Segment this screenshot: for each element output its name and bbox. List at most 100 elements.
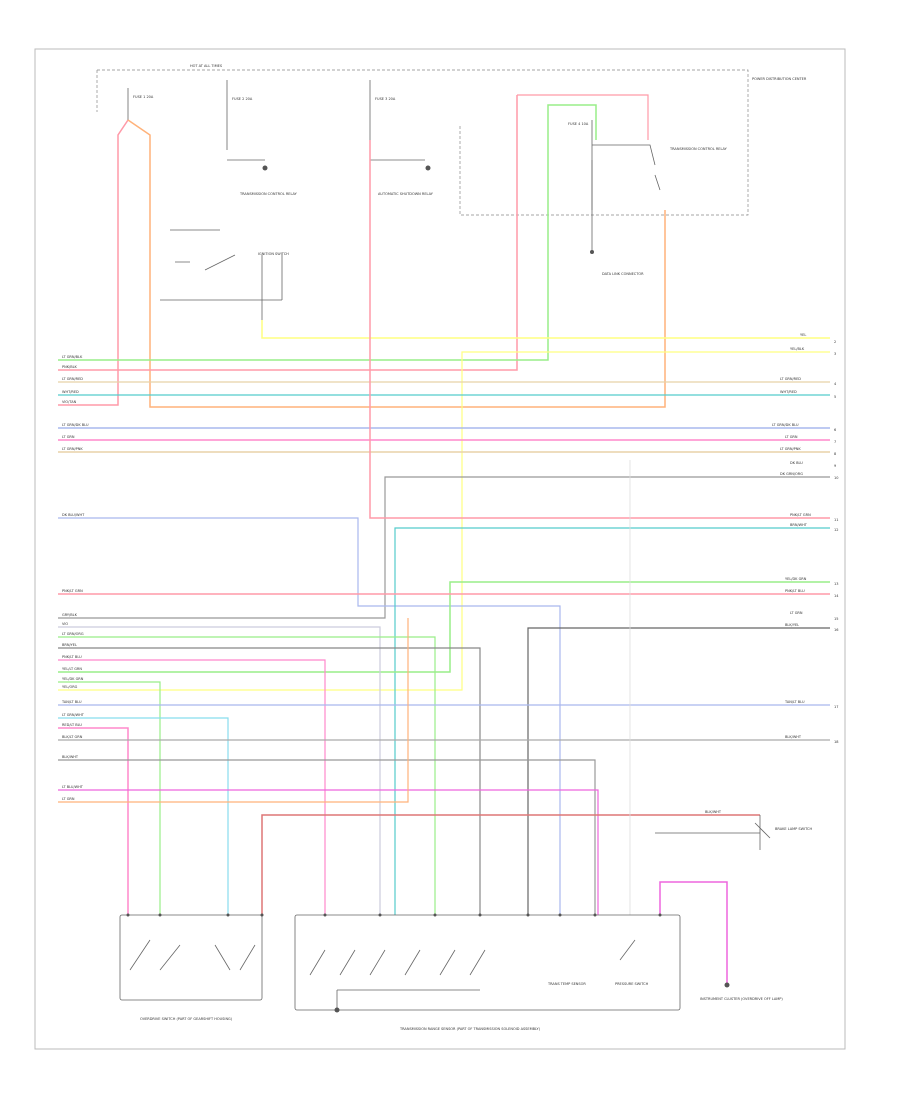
pin-number: 17 xyxy=(834,705,838,709)
terminal-dot xyxy=(526,913,530,917)
right-wire-label: LT GRN xyxy=(785,435,798,439)
pin-number: 7 xyxy=(834,440,836,444)
left-wire-label: LT BLU/WHT xyxy=(62,785,84,789)
pin-number: 4 xyxy=(834,382,837,386)
right-wire-label: BLK/WHT xyxy=(705,810,722,814)
sensor-ground-node xyxy=(334,1007,340,1013)
left-wire-label: TAN/LT BLU xyxy=(61,700,82,704)
fuse-3-label: FUSE 3 20A xyxy=(375,97,396,101)
wire-green-4 xyxy=(58,681,161,915)
terminal-dot xyxy=(478,913,482,917)
left-wire-label: LT GRN xyxy=(62,797,75,801)
right-wire-label: DK GRN/ORG xyxy=(780,472,803,476)
right-wire-label: YEL/DK GRN xyxy=(785,577,807,581)
top-bus-outline xyxy=(96,69,749,216)
wire-pink-top xyxy=(517,94,649,140)
pin-number: 10 xyxy=(834,476,838,480)
relay-2-terminal xyxy=(425,165,431,171)
ignition-switch-label: IGNITION SWITCH xyxy=(258,252,289,256)
fuse-4-label: FUSE 4 10A xyxy=(568,122,589,126)
brake-switch-body xyxy=(754,815,771,850)
fuse-1-label: FUSE 1 20A xyxy=(133,95,154,99)
pin-number: 18 xyxy=(834,740,838,744)
wire-gray-1 xyxy=(58,476,830,619)
pin-number: 12 xyxy=(834,528,838,532)
power-distribution-label: POWER DISTRIBUTION CENTER xyxy=(752,77,807,81)
terminal-dot xyxy=(593,913,597,917)
right-wire-label: YEL/BLK xyxy=(790,347,805,351)
terminal-dot xyxy=(158,913,162,917)
right-wire-label: WHT/RED xyxy=(780,390,797,394)
pin-number: 15 xyxy=(834,617,838,621)
pin-number: 9 xyxy=(834,464,836,468)
pin-number: 14 xyxy=(834,594,839,598)
left-wire-label: LT GRN/PNK xyxy=(62,447,83,451)
overdrive-switch-label: OVERDRIVE SWITCH (PART OF GEARSHIFT HOUS… xyxy=(140,1017,233,1021)
wire-red-4 xyxy=(58,727,129,915)
wire-gray-2 xyxy=(527,627,830,915)
pin-number: 8 xyxy=(834,452,836,456)
fuse-2-label: FUSE 2 20A xyxy=(232,97,253,101)
left-wire-label: LT GRN/DK BLU xyxy=(62,423,89,427)
wire-green-1 xyxy=(58,104,597,361)
wire-orange-2 xyxy=(58,618,409,803)
brake-switch-label: BRAKE LAMP SWITCH xyxy=(775,827,812,831)
left-wire-label: VIO xyxy=(62,622,68,626)
terminal-dot xyxy=(658,913,662,917)
pressure-switch-label: PRESSURE SWITCH xyxy=(615,982,649,986)
wire-red-2 xyxy=(58,95,518,371)
trans-range-sensor-label: TRANSMISSION RANGE SENSOR (PART OF TRANS… xyxy=(399,1027,541,1031)
pin-number: 5 xyxy=(834,395,836,399)
wire-teal-2 xyxy=(394,527,830,915)
cluster-node xyxy=(724,982,730,988)
right-wire-label: LT GRN/DK BLU xyxy=(772,423,799,427)
wire-gray-4 xyxy=(58,759,596,915)
right-wire-labels: YEL YEL/BLK LT GRN/RED WHT/RED LT GRN/DK… xyxy=(705,333,811,814)
overdrive-switch-contacts xyxy=(129,939,256,971)
terminal-dot xyxy=(126,913,130,917)
pin-number: 2 xyxy=(834,340,836,344)
trans-range-sensor-contacts xyxy=(309,949,486,1010)
wire-violet xyxy=(58,626,381,915)
left-wire-label: LT GRN/ORG xyxy=(62,632,84,636)
relay-1-terminal xyxy=(262,165,268,171)
terminal-dot xyxy=(558,913,562,917)
relay-2-label: AUTOMATIC SHUTDOWN RELAY xyxy=(378,192,434,196)
wire-magenta-2 xyxy=(659,881,728,985)
wire-green-2 xyxy=(58,581,830,673)
left-wire-label: YEL/DK GRN xyxy=(62,677,84,681)
terminal-dot xyxy=(433,913,437,917)
left-wire-label: DK BLU/WHT xyxy=(62,513,85,517)
pcm-relay-body xyxy=(591,144,661,210)
wire-red-1 xyxy=(58,119,129,406)
wire-blue-2 xyxy=(58,517,561,915)
left-wire-labels: LT GRN/BLK PNK/BLK LT GRN/RED WHT/RED VI… xyxy=(61,355,89,801)
pin-number: 11 xyxy=(834,518,838,522)
left-wire-label: VIO/TAN xyxy=(62,400,77,404)
pin-number: 16 xyxy=(834,628,838,632)
right-wire-label: LT GRN xyxy=(790,611,803,615)
left-wire-label: YEL/LT GRN xyxy=(62,667,82,671)
ignition-switch-body xyxy=(160,229,283,301)
right-wire-label: LT GRN/RED xyxy=(780,377,801,381)
wire-yellow-1 xyxy=(261,320,830,339)
terminal-dot xyxy=(260,913,264,917)
wire-magenta xyxy=(58,789,599,915)
wire-green-3 xyxy=(58,636,436,915)
fuse-group: FUSE 1 20A FUSE 2 20A FUSE 3 20A FUSE 4 … xyxy=(127,80,593,250)
pcm-relay-label: TRANSMISSION CONTROL RELAY xyxy=(669,147,728,151)
left-wire-label: LT GRN xyxy=(62,435,75,439)
wire-orange-1 xyxy=(127,119,666,408)
upper-components: TRANSMISSION CONTROL RELAY AUTOMATIC SHU… xyxy=(160,144,728,320)
left-wire-label: YEL/ORG xyxy=(62,685,78,689)
right-wire-label: TAN/LT BLU xyxy=(784,700,805,704)
lower-components: OVERDRIVE SWITCH (PART OF GEARSHIFT HOUS… xyxy=(119,815,812,1031)
left-wire-label: BLK/LT GRN xyxy=(62,735,83,739)
left-wire-label: PNK/LT BLU xyxy=(62,655,82,659)
right-wire-label: PNK/LT GRN xyxy=(790,513,811,517)
pressure-switch-contact xyxy=(619,939,636,961)
right-wire-label: DK BLU xyxy=(790,461,803,465)
terminal-dot xyxy=(323,913,327,917)
wire-lightblue xyxy=(58,717,229,915)
wire-red-3 xyxy=(369,140,830,519)
